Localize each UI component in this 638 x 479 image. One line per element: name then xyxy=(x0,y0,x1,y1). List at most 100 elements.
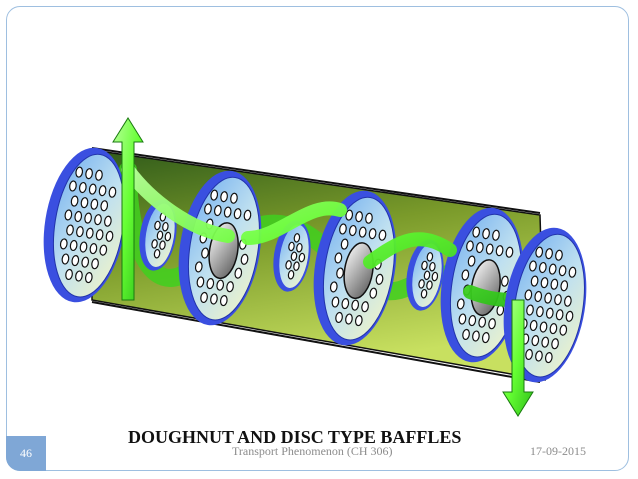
tube-hole xyxy=(61,253,70,265)
tube-hole xyxy=(78,181,87,194)
tube-hole xyxy=(89,243,98,255)
tube-hole xyxy=(80,197,89,209)
tube-hole xyxy=(345,313,353,325)
tube-hole xyxy=(85,227,94,239)
tube-hole xyxy=(369,287,378,299)
tube-hole xyxy=(219,295,228,307)
tube-hole xyxy=(426,252,434,262)
tube-hole xyxy=(74,210,83,223)
tube-hole xyxy=(69,239,78,252)
tube-hole xyxy=(216,279,225,291)
tube-hole xyxy=(475,241,484,254)
tube-hole xyxy=(234,267,243,279)
tube-hole xyxy=(243,209,252,221)
tube-hole xyxy=(159,240,166,250)
tube-hole xyxy=(485,243,494,255)
tube-hole xyxy=(335,311,343,324)
tube-hole xyxy=(378,229,387,241)
tube-hole xyxy=(98,185,107,197)
tube-hole xyxy=(468,315,477,327)
tube-hole xyxy=(559,324,568,336)
tube-hole xyxy=(545,248,553,260)
tube-hole xyxy=(339,223,347,235)
tube-hole xyxy=(478,316,487,328)
tube-hole xyxy=(84,272,93,284)
tube-hole xyxy=(336,267,344,279)
tube-hole xyxy=(421,260,428,271)
tube-hole xyxy=(334,252,343,264)
tube-hole xyxy=(298,252,306,263)
page-number: 46 xyxy=(6,436,46,471)
tube-hole xyxy=(555,309,564,321)
tube-hole xyxy=(94,214,102,226)
tube-hole xyxy=(90,198,99,210)
tube-hole xyxy=(223,206,232,218)
tube-hole xyxy=(568,266,577,278)
tube-hole xyxy=(213,204,222,217)
tube-hole xyxy=(545,307,554,319)
tube-hole xyxy=(354,315,363,327)
tube-hole xyxy=(361,301,369,313)
tube-hole xyxy=(79,241,88,253)
disc-baffle-2 xyxy=(273,220,311,292)
tube-hole xyxy=(84,212,92,224)
tube-hole xyxy=(69,180,77,192)
tube-hole xyxy=(368,228,377,240)
tube-hole xyxy=(70,195,79,207)
tube-hole xyxy=(560,280,569,292)
tube-hole xyxy=(105,230,114,242)
tube-hole xyxy=(488,318,496,330)
tube-hole xyxy=(550,278,559,290)
tube-hole xyxy=(156,230,164,241)
tube-hole xyxy=(492,229,500,241)
tube-hole xyxy=(91,258,99,270)
slide-title: DOUGHNUT AND DISC TYPE BAFFLES xyxy=(128,427,462,447)
tube-hole xyxy=(331,296,340,308)
tube-hole xyxy=(565,310,574,322)
tube-hole xyxy=(501,275,509,287)
tube-hole xyxy=(75,270,83,282)
tube-hole xyxy=(541,336,550,348)
tube-hole xyxy=(201,247,209,259)
tube-hole xyxy=(540,277,549,289)
flow-path-front xyxy=(121,163,525,307)
tube-hole xyxy=(554,294,562,306)
tube-hole xyxy=(162,221,169,232)
tube-sheet-left xyxy=(43,147,127,303)
tube-hole xyxy=(75,166,84,178)
tube-hole xyxy=(196,276,205,288)
tube-hole xyxy=(340,238,349,250)
tube-hole xyxy=(426,280,433,290)
tube-hole xyxy=(375,273,384,285)
tube-hole xyxy=(240,253,249,265)
shell-top-edge xyxy=(91,147,541,214)
tube-hole xyxy=(431,271,439,282)
tube-hole xyxy=(534,290,543,303)
tube-hole xyxy=(495,245,504,257)
tube-hole xyxy=(293,233,301,243)
tube-hole xyxy=(206,278,215,290)
tube-hole xyxy=(230,192,238,204)
tube-hole xyxy=(104,215,112,227)
tube-hole xyxy=(76,226,84,238)
tube-hole xyxy=(548,263,557,275)
tube-hole xyxy=(200,291,208,304)
tube-hole xyxy=(345,209,354,221)
shell-bottom-edge xyxy=(91,301,541,383)
tube-hole xyxy=(71,255,80,267)
tube-hole xyxy=(481,332,490,344)
tube-hole xyxy=(462,328,470,341)
tube-hole xyxy=(164,231,172,242)
tube-hole xyxy=(555,249,563,261)
tube-hole xyxy=(429,261,436,272)
tube-hole xyxy=(558,265,567,277)
tube-hole xyxy=(226,281,234,293)
tube-hole xyxy=(472,226,481,238)
tube-hole xyxy=(287,269,295,280)
tube-hole xyxy=(348,224,357,237)
tube-hole xyxy=(456,298,465,310)
tube-hole xyxy=(544,352,553,364)
tube-hole xyxy=(524,289,533,301)
tube-hole xyxy=(531,335,540,347)
tube-hole xyxy=(210,189,219,201)
